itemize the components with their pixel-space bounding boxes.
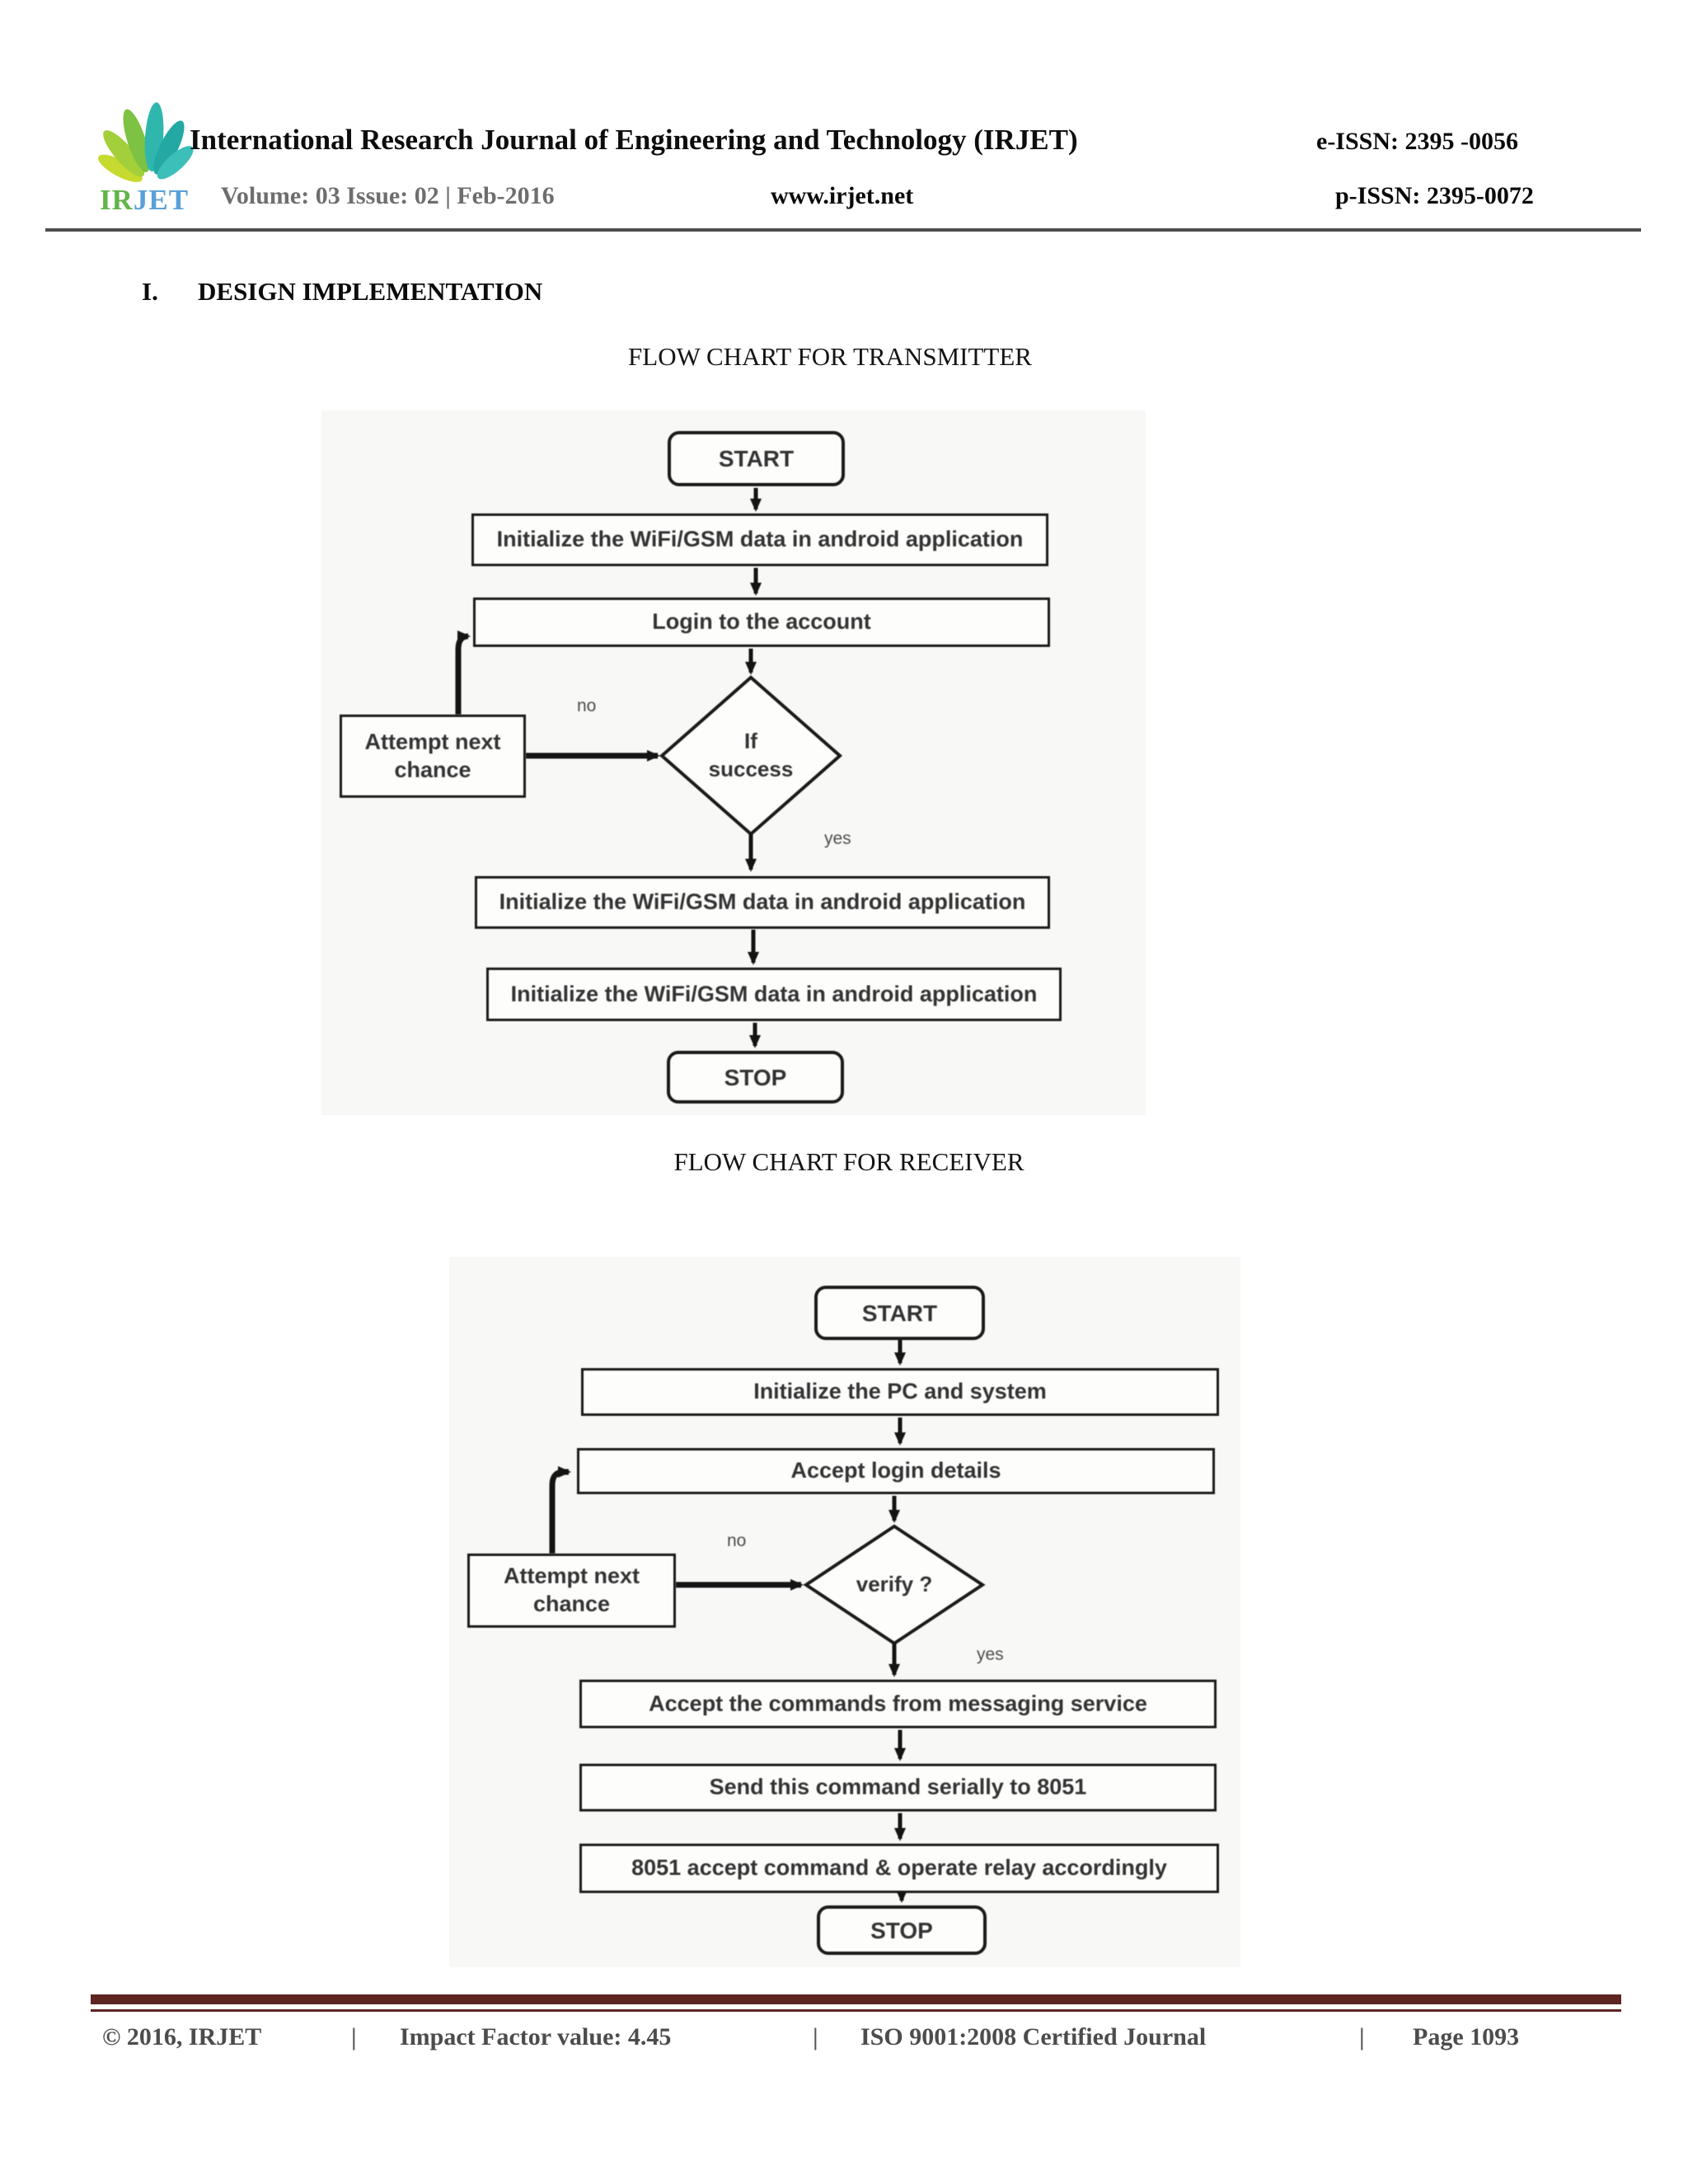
transmitter-step1-node: Initialize the WiFi/GSM data in android … [471,513,1048,566]
footer-bar-thin [91,2009,1621,2012]
arrow-attempt-feedback-loop-rx [549,1466,571,1554]
transmitter-step4-node: Initialize the WiFi/GSM data in android … [486,968,1062,1021]
transmitter-no-label: no [577,696,597,715]
receiver-start-node: START [814,1286,985,1340]
footer-separator: | [813,2023,818,2050]
section-heading: DESIGN IMPLEMENTATION [198,277,543,306]
receiver-attempt-node: Attempt next chance [467,1554,676,1628]
transmitter-step2-node: Login to the account [473,598,1050,647]
receiver-step2-node: Accept login details [577,1448,1215,1494]
transmitter-chart-title: FLOW CHART FOR TRANSMITTER [628,342,1032,371]
transmitter-yes-label: yes [824,829,851,848]
arrow-attempt-feedback-loop [455,630,471,715]
transmitter-start-node: START [668,431,845,486]
receiver-step3-node: Accept the commands from messaging servi… [579,1680,1217,1728]
footer-page-number: Page 1093 [1413,2023,1520,2050]
journal-title: International Research Journal of Engine… [190,124,1078,156]
transmitter-stop-node: STOP [667,1051,844,1104]
footer-bar-thick [91,1994,1621,2004]
irjet-logo: IRJET [98,102,194,216]
receiver-step1-node: Initialize the PC and system [581,1368,1219,1416]
transmitter-decision-label: If success [708,729,794,781]
logo-wordmark: IRJET [100,184,189,216]
footer-iso-certification: ISO 9001:2008 Certified Journal [860,2023,1207,2050]
p-issn: p-ISSN: 2395-0072 [1335,182,1534,209]
footer-impact-factor: Impact Factor value: 4.45 [400,2023,672,2050]
journal-website[interactable]: www.irjet.net [771,182,914,209]
receiver-step4-node: Send this command serially to 8051 [579,1764,1217,1811]
section-numeral: I. [142,277,158,306]
header-divider [45,228,1641,232]
footer-separator: | [1359,2023,1365,2050]
volume-issue: Volume: 03 Issue: 02 | Feb-2016 [221,182,555,209]
receiver-yes-label: yes [977,1645,1004,1664]
logo-ir: IR [100,184,134,216]
footer-separator: | [351,2023,357,2050]
e-issn: e-ISSN: 2395 -0056 [1316,128,1518,155]
receiver-step5-node: 8051 accept command & operate relay acco… [579,1844,1219,1893]
receiver-decision-label: verify ? [856,1572,933,1597]
transmitter-attempt-node: Attempt next chance [340,715,526,798]
logo-leaves [98,102,194,182]
receiver-no-label: no [727,1531,747,1550]
transmitter-step3-node: Initialize the WiFi/GSM data in android … [475,876,1050,929]
footer-copyright: © 2016, IRJET [102,2023,262,2050]
receiver-stop-node: STOP [817,1905,987,1955]
receiver-chart-title: FLOW CHART FOR RECEIVER [673,1147,1025,1176]
logo-jet: JET [134,184,189,216]
